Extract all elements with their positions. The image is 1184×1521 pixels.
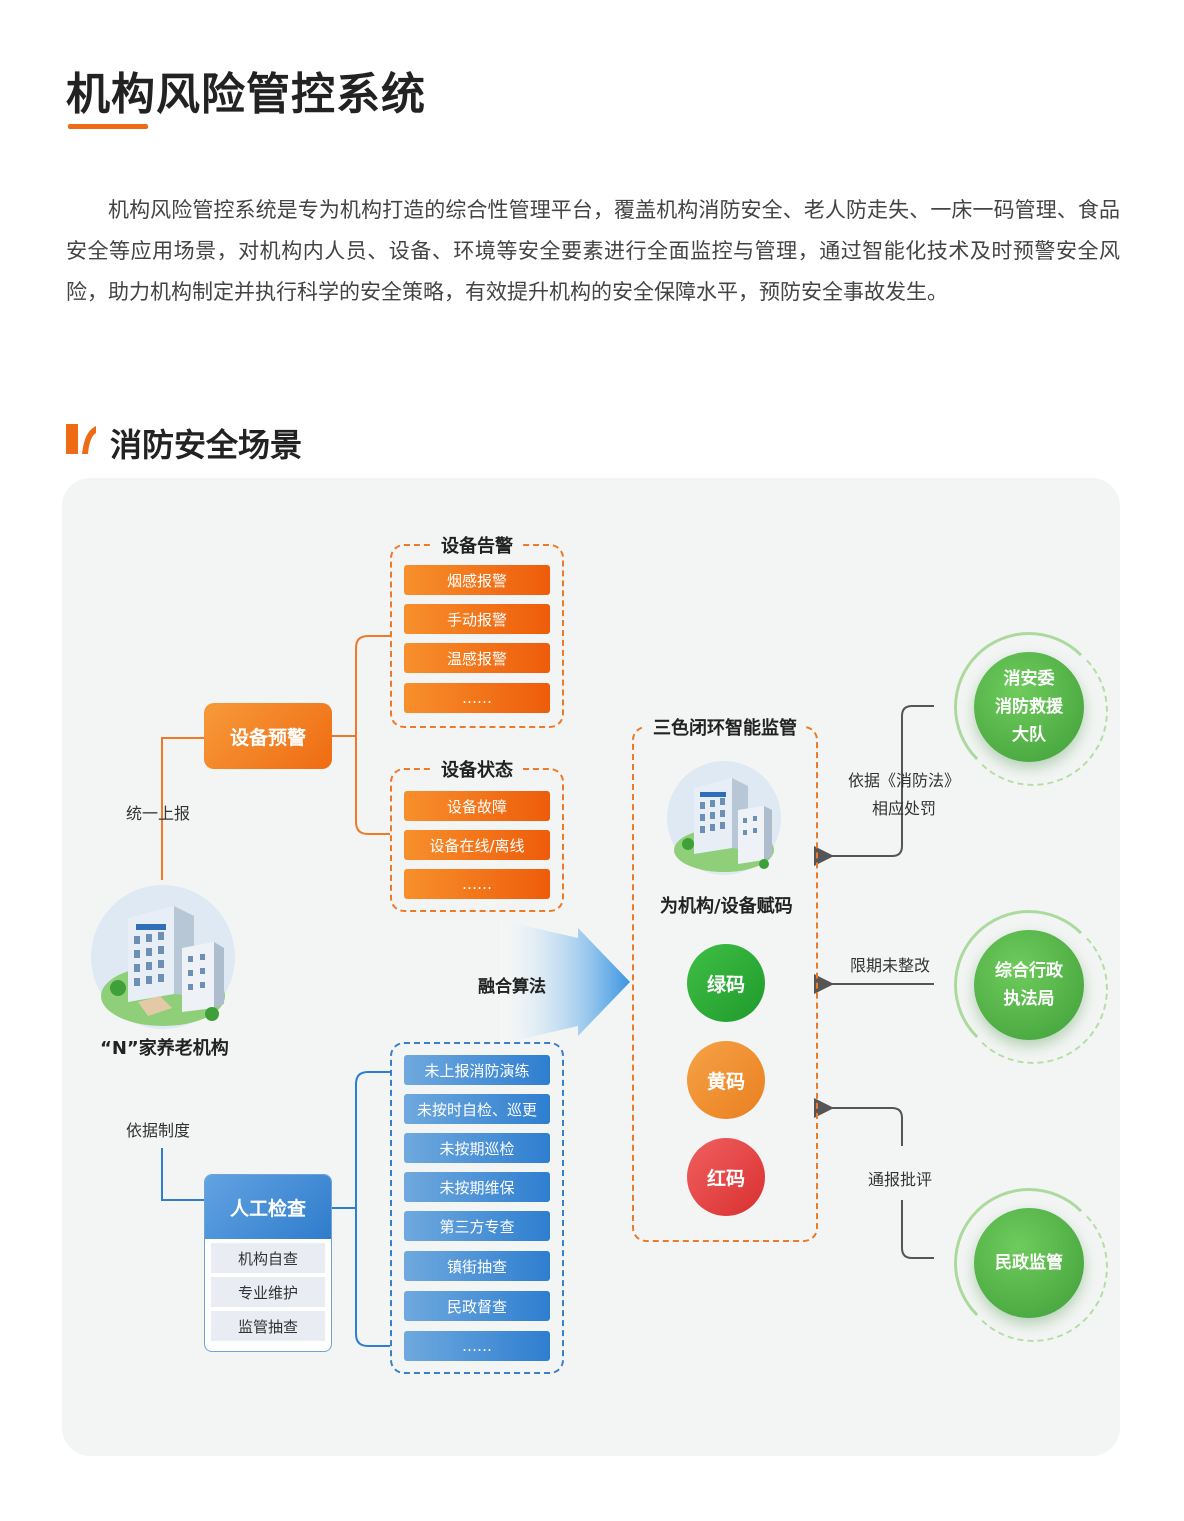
device-alarm-title: 设备告警 <box>433 532 521 558</box>
manual-items-group <box>390 1042 564 1374</box>
fusion-label: 融合算法 <box>478 977 546 997</box>
manual-chip: 民政督查 <box>404 1291 550 1321</box>
agency-ring-decoration <box>958 636 1108 786</box>
device-status-group: 设备状态 <box>390 756 564 912</box>
section-title: 消防安全场景 <box>110 426 303 464</box>
monitor-group: 三色闭环智能监管 <box>632 714 818 1242</box>
fire-agency-circle: 消安委 消防救援 大队 <box>974 652 1084 762</box>
intro-paragraph: 机构风险管控系统是专为机构打造的综合性管理平台，覆盖机构消防安全、老人防走失、一… <box>66 198 1120 304</box>
manual-check-item: 监管抽查 <box>211 1311 325 1341</box>
fire-agency-line: 消防救援 <box>995 697 1063 717</box>
agency-ring-decoration <box>954 1188 1104 1338</box>
status-chip: 设备在线/离线 <box>404 830 550 860</box>
enforcement-agency-line: 综合行政 <box>995 961 1063 981</box>
green-code-circle: 绿码 <box>687 944 765 1022</box>
manual-chip: 未按期巡检 <box>404 1133 550 1163</box>
status-chip: …… <box>404 869 550 899</box>
by-rules-label: 依据制度 <box>126 1121 191 1140</box>
status-chip: 设备故障 <box>404 791 550 821</box>
fire-agency-line: 消安委 <box>1003 669 1055 689</box>
unified-report-label: 统一上报 <box>126 804 191 823</box>
civil-affairs-agency-circle: 民政监管 <box>974 1208 1084 1318</box>
enforcement-agency-line: 执法局 <box>1003 989 1055 1009</box>
manual-check-item: 机构自查 <box>211 1243 325 1273</box>
agency-ring-decoration <box>958 1192 1108 1342</box>
title-underline <box>68 124 148 129</box>
agency-ring-decoration <box>958 914 1108 1064</box>
enforcement-agency-circle: 综合行政 执法局 <box>974 930 1084 1040</box>
device-status-title: 设备状态 <box>433 756 521 782</box>
manual-chip: 第三方专查 <box>404 1211 550 1241</box>
red-code-circle: 红码 <box>687 1138 765 1216</box>
org-label: “N”家养老机构 <box>100 1038 229 1059</box>
device-alarm-group: 设备告警 <box>390 532 564 728</box>
agency-ring-decoration <box>954 632 1104 782</box>
device-warning-node: 设备预警 <box>204 703 332 769</box>
alarm-chip: …… <box>404 683 550 713</box>
section-icon <box>66 424 96 454</box>
manual-chip: 镇街抽查 <box>404 1251 550 1281</box>
manual-check-item: 专业维护 <box>211 1277 325 1307</box>
penalty-label-line2: 相应处罚 <box>872 799 937 818</box>
overdue-label: 限期未整改 <box>850 956 931 975</box>
manual-check-title: 人工检查 <box>205 1175 331 1239</box>
agency-ring-decoration <box>954 910 1104 1060</box>
manual-chip: 未上报消防演练 <box>404 1055 550 1085</box>
monitor-title: 三色闭环智能监管 <box>645 714 805 740</box>
nursing-home-building-icon <box>91 885 235 1029</box>
manual-chip: 未按时自检、巡更 <box>404 1094 550 1124</box>
manual-chip: 未按期维保 <box>404 1172 550 1202</box>
manual-check-card: 人工检查 机构自查 专业维护 监管抽查 <box>204 1174 332 1352</box>
manual-chip: …… <box>404 1331 550 1361</box>
yellow-code-circle: 黄码 <box>687 1041 765 1119</box>
fire-agency-line: 大队 <box>1012 725 1046 745</box>
coding-label: 为机构/设备赋码 <box>660 896 793 917</box>
institution-building-icon <box>667 761 781 875</box>
penalty-label-line1: 依据《消防法》 <box>848 771 961 790</box>
notify-label: 通报批评 <box>868 1170 933 1189</box>
page-title: 机构风险管控系统 <box>66 69 426 120</box>
alarm-chip: 手动报警 <box>404 604 550 634</box>
alarm-chip: 烟感报警 <box>404 565 550 595</box>
alarm-chip: 温感报警 <box>404 643 550 673</box>
